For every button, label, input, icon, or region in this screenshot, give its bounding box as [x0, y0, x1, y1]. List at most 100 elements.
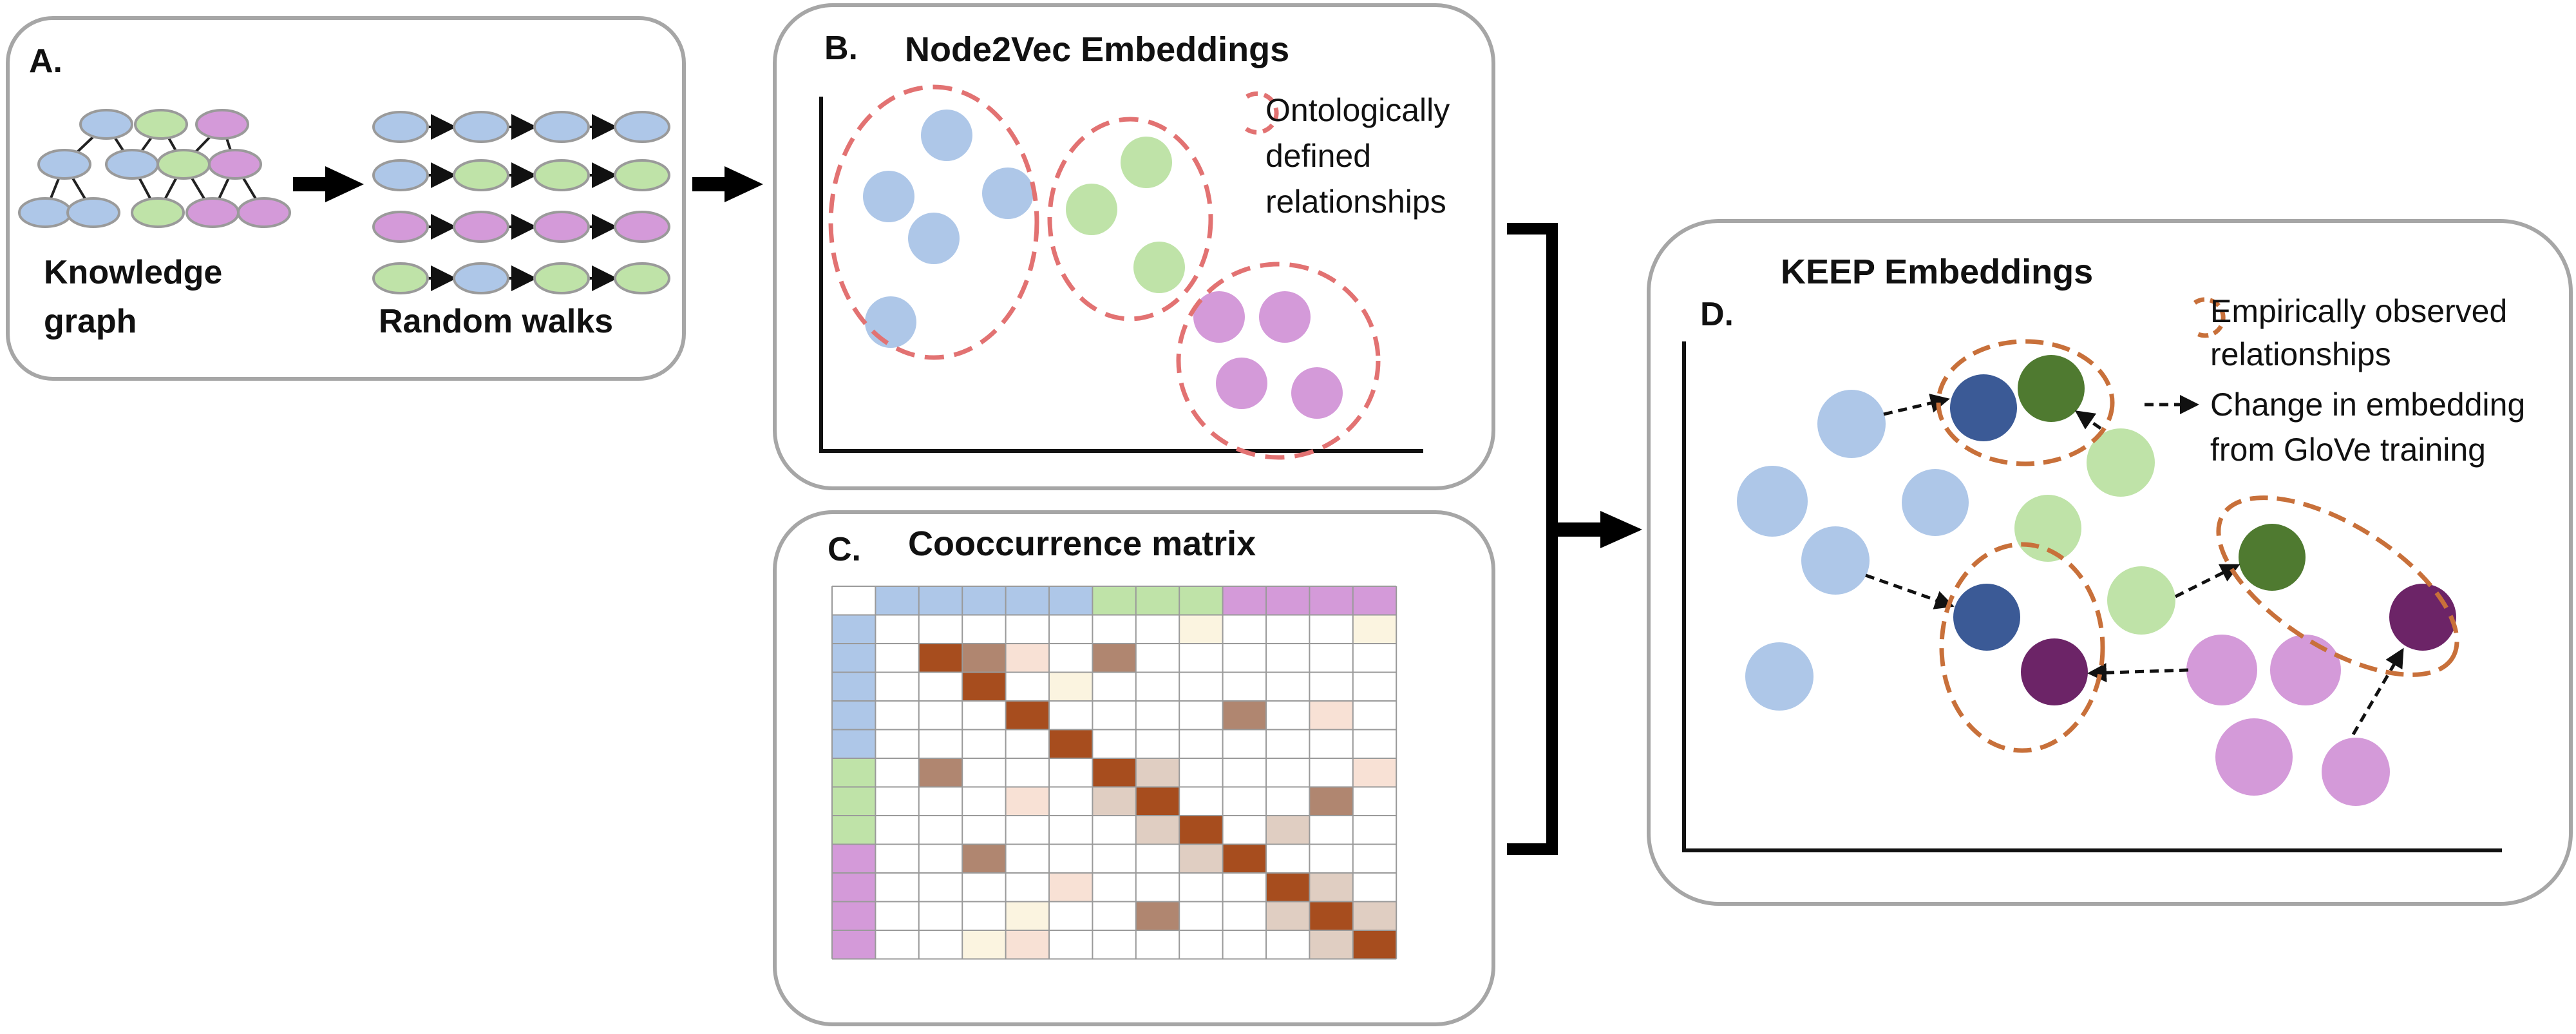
ontology-ring-purple: [1176, 262, 1381, 460]
embedding-point-dark-green: [2239, 524, 2306, 591]
matrix-header-blue: [1005, 586, 1049, 615]
walk-node-green: [533, 262, 590, 294]
embedding-point-purple: [2270, 635, 2341, 705]
panel-d-axes: [1682, 341, 2502, 852]
embedding-shift-arrow: [2174, 564, 2240, 598]
arrow-walks-to-node2vec-head: [724, 166, 763, 202]
walk-node-blue: [453, 262, 509, 294]
walk-node-blue: [372, 159, 429, 191]
knowledge-graph-caption-line2: graph: [44, 303, 137, 340]
matrix-header-blue: [962, 586, 1006, 615]
matrix-cell-diag: [1222, 844, 1266, 873]
embedding-point-blue: [1737, 466, 1808, 537]
matrix-header-purple: [1222, 586, 1266, 615]
matrix-cell-diag: [1309, 901, 1353, 930]
embedding-point-green: [2087, 428, 2155, 497]
embedding-point-purple: [2215, 718, 2293, 796]
panel-d-title: KEEP Embeddings: [1781, 253, 2093, 291]
matrix-rowheader-green: [832, 758, 876, 787]
panel-a-label: A.: [29, 43, 62, 80]
empirical-legend-line2: relationships: [2210, 336, 2391, 372]
matrix-rowheader-purple: [832, 901, 876, 930]
matrix-cell-mid: [1222, 701, 1266, 730]
embedding-point-dark-blue: [1953, 584, 2020, 651]
cooccurrence-matrix: [831, 586, 1397, 960]
matrix-cell-cream: [1179, 615, 1223, 644]
matrix-header-green: [1135, 586, 1180, 615]
random-walks-caption: Random walks: [379, 303, 613, 340]
matrix-rowheader-blue: [832, 644, 876, 673]
embedding-shift-arrow: [1883, 394, 1950, 416]
graph-node-green: [134, 109, 188, 140]
matrix-rowheader-green: [832, 816, 876, 845]
graph-node-blue: [105, 149, 159, 180]
ontology-legend-line1: Ontologically: [1265, 92, 1450, 128]
matrix-cell-mid: [1092, 644, 1136, 673]
walk-node-green: [614, 159, 670, 191]
keep-shift-arrows: [1865, 394, 2404, 736]
matrix-cell-cream: [962, 930, 1006, 959]
knowledge-graph-caption-line1: Knowledge: [44, 254, 222, 291]
embedding-shift-arrow: [2351, 647, 2404, 736]
merge-arrow-head: [1600, 511, 1642, 548]
walk-node-green: [453, 159, 509, 191]
matrix-cell-pale: [1005, 787, 1049, 816]
embedding-point-blue: [921, 110, 972, 161]
matrix-header-purple: [1309, 586, 1353, 615]
graph-node-purple: [208, 149, 262, 180]
empirical-legend-icon: [2192, 297, 2226, 338]
walk-node-green: [614, 262, 670, 294]
embedding-shift-arrow: [1865, 573, 1955, 609]
node2vec-points: [863, 110, 1343, 419]
embedding-point-green: [1133, 242, 1185, 293]
matrix-cell-light: [1309, 873, 1353, 902]
panel-c-label: C.: [828, 531, 861, 568]
embedding-point-purple: [1291, 367, 1343, 419]
matrix-cell-mid: [1309, 787, 1353, 816]
matrix-cell-cream: [1005, 901, 1049, 930]
embedding-point-blue: [865, 296, 916, 348]
walk-node-blue: [533, 111, 590, 143]
graph-node-blue: [79, 109, 133, 140]
embedding-point-purple: [1259, 291, 1311, 343]
walk-node-purple: [533, 211, 590, 243]
matrix-header-green: [1092, 586, 1136, 615]
walk-node-purple: [372, 211, 429, 243]
matrix-cell-cream: [1352, 615, 1397, 644]
shift-legend-line1: Change in embedding: [2210, 387, 2525, 423]
matrix-cell-light: [1179, 844, 1223, 873]
matrix-cell-mid: [1135, 901, 1180, 930]
matrix-cell-pale: [1309, 701, 1353, 730]
matrix-cell-diag: [1135, 787, 1180, 816]
matrix-cell-diag: [1352, 930, 1397, 959]
empirical-ring-middle: [1939, 542, 2105, 753]
shift-legend-line2: from GloVe training: [2210, 432, 2486, 468]
embedding-point-blue: [1745, 642, 1814, 711]
embedding-point-blue: [982, 168, 1034, 219]
graph-node-green: [131, 197, 185, 228]
embedding-point-green: [1066, 184, 1117, 235]
matrix-cell-cream: [1049, 672, 1093, 701]
matrix-header-green: [1179, 586, 1223, 615]
matrix-cell-mid: [962, 644, 1006, 673]
walk-node-purple: [614, 211, 670, 243]
matrix-rowheader-blue: [832, 672, 876, 701]
empirical-ring-top: [1936, 339, 2115, 466]
matrix-header-blue: [918, 586, 963, 615]
matrix-cell-diag: [1266, 873, 1310, 902]
random-walks: [372, 111, 670, 294]
empirical-legend-line1: Empirically observed: [2210, 293, 2507, 329]
graph-node-green: [156, 149, 211, 180]
matrix-header-blue: [875, 586, 919, 615]
embedding-point-blue: [908, 213, 960, 264]
embedding-point-dark-green: [2018, 355, 2085, 422]
matrix-rowheader-purple: [832, 873, 876, 902]
embedding-point-purple: [2322, 738, 2390, 806]
embedding-point-blue: [1902, 469, 1969, 536]
matrix-cell-light: [1266, 816, 1310, 845]
walk-node-green: [533, 159, 590, 191]
graph-node-blue: [37, 149, 91, 180]
panel-b-axes: [819, 97, 1423, 453]
knowledge-graph-nodes: [18, 109, 291, 228]
